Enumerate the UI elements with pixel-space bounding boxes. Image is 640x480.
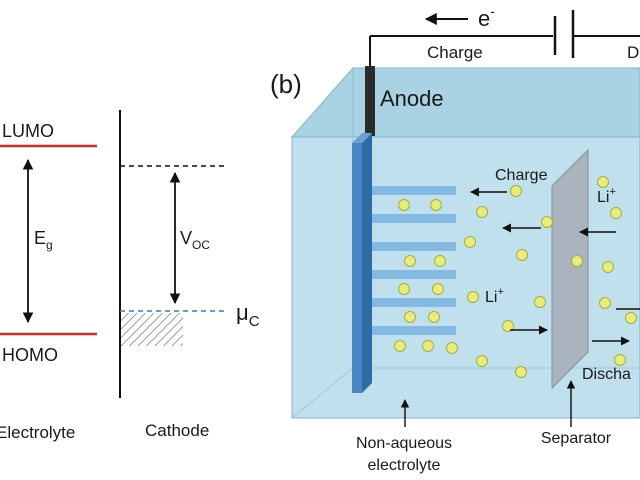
graphite-layer — [372, 270, 456, 279]
voc-label: VOC — [180, 228, 210, 252]
li-ion — [476, 355, 488, 367]
li-ion — [398, 283, 410, 295]
li-ion — [430, 199, 442, 211]
separator-callout-label: Separator — [541, 430, 612, 447]
anode-plate-edge — [362, 133, 372, 393]
eg-label: Eg — [34, 228, 53, 252]
lumo-label: LUMO — [2, 121, 54, 141]
li-ion-label-upper: Li+ — [597, 186, 616, 206]
electrolyte-callout-line1: Non-aqueous — [356, 435, 452, 452]
li-ion — [476, 206, 488, 218]
li-ion — [446, 342, 458, 354]
anode-plate-side — [352, 133, 372, 143]
graphite-layer — [372, 242, 456, 251]
li-ion — [610, 207, 622, 219]
electrolyte-callout-line2: electrolyte — [368, 457, 441, 474]
charge-inner-label: Charge — [495, 167, 548, 184]
battery-cell: (b) e- Charge D Anode — [270, 3, 640, 474]
li-ion — [625, 312, 637, 324]
li-ion — [571, 255, 583, 267]
li-ion — [602, 261, 614, 273]
li-ion-label-middle: Li+ — [485, 286, 504, 306]
li-ion — [422, 340, 434, 352]
graphite-layer — [372, 214, 456, 223]
anode-terminal — [365, 66, 375, 136]
electrolyte-label: Electrolyte — [0, 423, 75, 442]
filled-states-hatch — [121, 313, 183, 346]
tank-bottom-diag — [291, 367, 354, 419]
energy-diagram: LUMO HOMO Eg VOC μC Electrolyte Cathode — [0, 110, 260, 442]
li-ion — [404, 255, 416, 267]
li-ion — [599, 297, 611, 309]
li-ion — [515, 366, 527, 378]
graphite-layers — [372, 186, 456, 335]
li-ion — [398, 199, 410, 211]
graphite-layer — [372, 298, 456, 307]
li-ions — [394, 176, 637, 378]
discharge-top-label: D — [627, 43, 639, 62]
li-ion — [502, 320, 514, 332]
li-ion — [614, 354, 626, 366]
cathode-label: Cathode — [145, 421, 209, 440]
li-ion — [510, 185, 522, 197]
separator-membrane — [551, 148, 589, 390]
charge-top-label: Charge — [427, 43, 483, 62]
li-ion — [464, 236, 476, 248]
li-ion — [534, 296, 546, 308]
li-ion — [404, 311, 416, 323]
graphite-layer — [372, 326, 456, 335]
li-ion — [597, 176, 609, 188]
electron-label: e- — [478, 3, 495, 31]
li-ion — [434, 255, 446, 267]
anode-plate — [352, 143, 362, 393]
li-ion — [428, 311, 440, 323]
discharge-inner-label: Discha — [582, 366, 631, 383]
tank-top-face — [290, 67, 640, 138]
anode-label: Anode — [380, 86, 444, 111]
li-ion — [432, 283, 444, 295]
li-ion — [541, 216, 553, 228]
homo-label: HOMO — [2, 345, 58, 365]
graphite-layer — [372, 186, 456, 195]
mu-c-label: μC — [236, 300, 260, 330]
ion-flow-arrows — [470, 187, 640, 346]
li-ion — [467, 291, 479, 303]
panel-b-label: (b) — [270, 69, 302, 99]
li-ion — [394, 340, 406, 352]
li-ion — [516, 249, 528, 261]
